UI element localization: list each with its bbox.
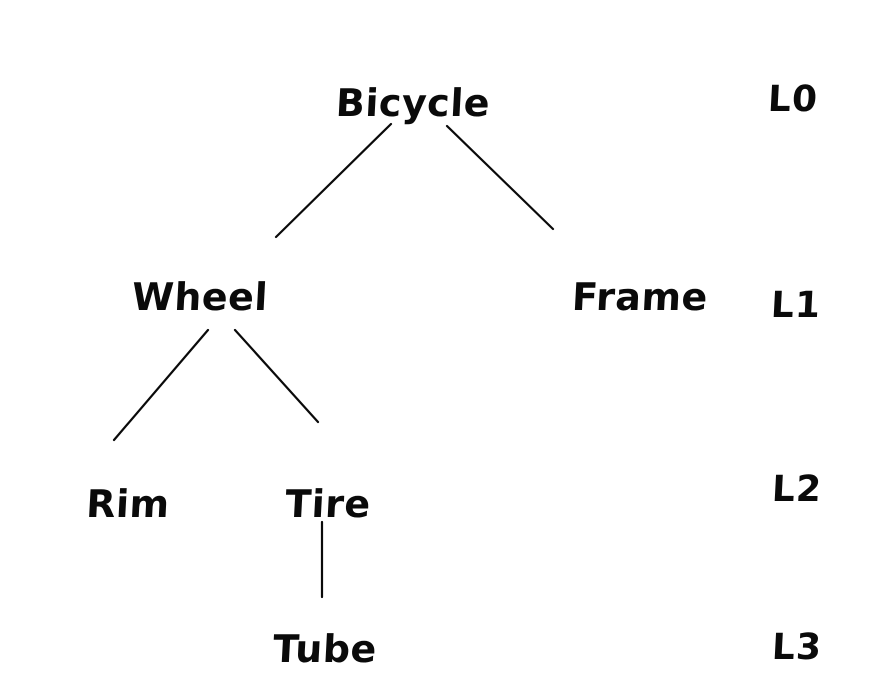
- edge-group: [112, 122, 555, 599]
- node-frame[interactable]: Frame: [570, 275, 710, 319]
- level-label-l2: L2: [770, 469, 824, 510]
- edge-bicycle-frame: [445, 124, 555, 231]
- level-label-l3: L3: [770, 627, 824, 668]
- level-label-l0: L0: [766, 79, 820, 120]
- edge-wheel-rim: [112, 328, 210, 442]
- node-wheel[interactable]: Wheel: [130, 275, 270, 319]
- edge-bicycle-wheel: [274, 122, 393, 239]
- edge-wheel-tire: [233, 328, 320, 424]
- node-rim[interactable]: Rim: [85, 482, 171, 526]
- node-tire[interactable]: Tire: [284, 482, 372, 526]
- level-label-l1: L1: [769, 285, 823, 326]
- node-tube[interactable]: Tube: [271, 627, 379, 671]
- node-bicycle[interactable]: Bicycle: [334, 81, 492, 125]
